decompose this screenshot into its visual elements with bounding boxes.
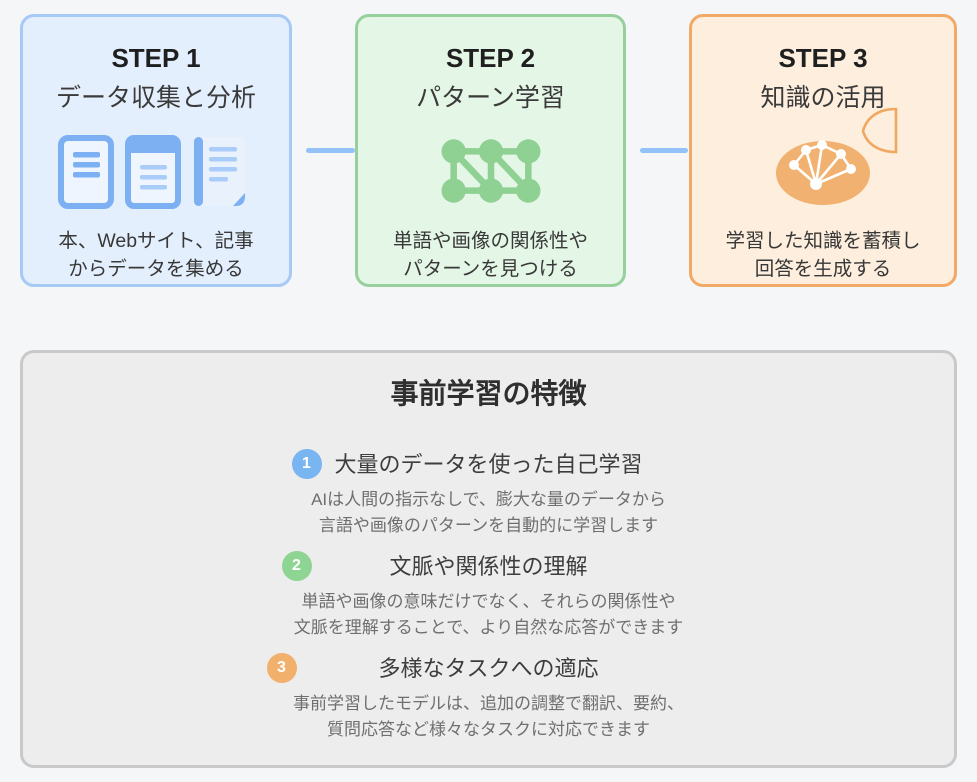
feature-2-heading: 文脈や関係性の理解 (389, 554, 588, 579)
step-1-description: 本、Webサイト、記事 からデータを集める (58, 230, 254, 281)
step-2-description: 単語や画像の関係性や パターンを見つける (392, 230, 588, 281)
feature-1-number-badge: 1 (291, 449, 322, 479)
spark-deco-icon (860, 106, 900, 161)
step-1-subtitle: データ収集と分析 (55, 84, 256, 113)
step-2-subtitle: パターン学習 (416, 84, 565, 113)
network-icon (435, 135, 547, 212)
feature-3-description: 事前学習したモデルは、追加の調整で翻訳、要約、 質問応答など様々なタスクに対応で… (293, 694, 684, 739)
step-3-description: 学習した知識を蓄積し 回答を生成する (725, 230, 921, 281)
feature-2-number-badge: 2 (281, 551, 312, 581)
step-2-card: STEP 2 パターン学習 単語や画像の関係性や (355, 14, 626, 287)
step-1-title: STEP 1 (111, 43, 201, 73)
features-list: 1 大量のデータを使った自己学習 AIは人間の指示なしで、膨大な量のデータから … (244, 449, 734, 743)
feature-item-1: 1 大量のデータを使った自己学習 AIは人間の指示なしで、膨大な量のデータから … (244, 449, 734, 539)
feature-item-3: 3 多様なタスクへの適応 事前学習したモデルは、追加の調整で翻訳、要約、 質問応… (244, 653, 734, 743)
feature-3-number-badge: 3 (266, 653, 297, 683)
step-1-card: STEP 1 データ収集と分析 (20, 14, 292, 287)
features-title: 事前学習の特徴 (390, 378, 587, 409)
brain-icon (768, 133, 878, 214)
step-3-title: STEP 3 (778, 43, 868, 73)
feature-1-heading: 大量のデータを使った自己学習 (334, 452, 643, 477)
feature-item-2: 2 文脈や関係性の理解 単語や画像の意味だけでなく、それらの関係性や 文脈を理解… (244, 551, 734, 641)
step-2-title: STEP 2 (445, 43, 536, 73)
step-1-icon-area (23, 131, 289, 215)
feature-3-heading: 多様なタスクへの適応 (378, 656, 599, 681)
step-3-subtitle: 知識の活用 (760, 84, 886, 113)
feature-1-description: AIは人間の指示なしで、膨大な量のデータから 言語や画像のパターンを自動的に学習… (311, 490, 666, 535)
feature-2-description: 単語や画像の意味だけでなく、それらの関係性や 文脈を理解することで、より自然な応… (293, 592, 684, 637)
step-3-icon-area (692, 107, 954, 215)
features-panel: 事前学習の特徴 1 大量のデータを使った自己学習 AIは人間の指示なしで、膨大な… (20, 350, 957, 768)
step-2-icon-area (358, 131, 623, 215)
connector-line-2 (640, 148, 688, 153)
connector-line-1 (306, 148, 355, 153)
step-3-card: STEP 3 知識の活用 (689, 14, 957, 287)
documents-icon (56, 131, 256, 216)
